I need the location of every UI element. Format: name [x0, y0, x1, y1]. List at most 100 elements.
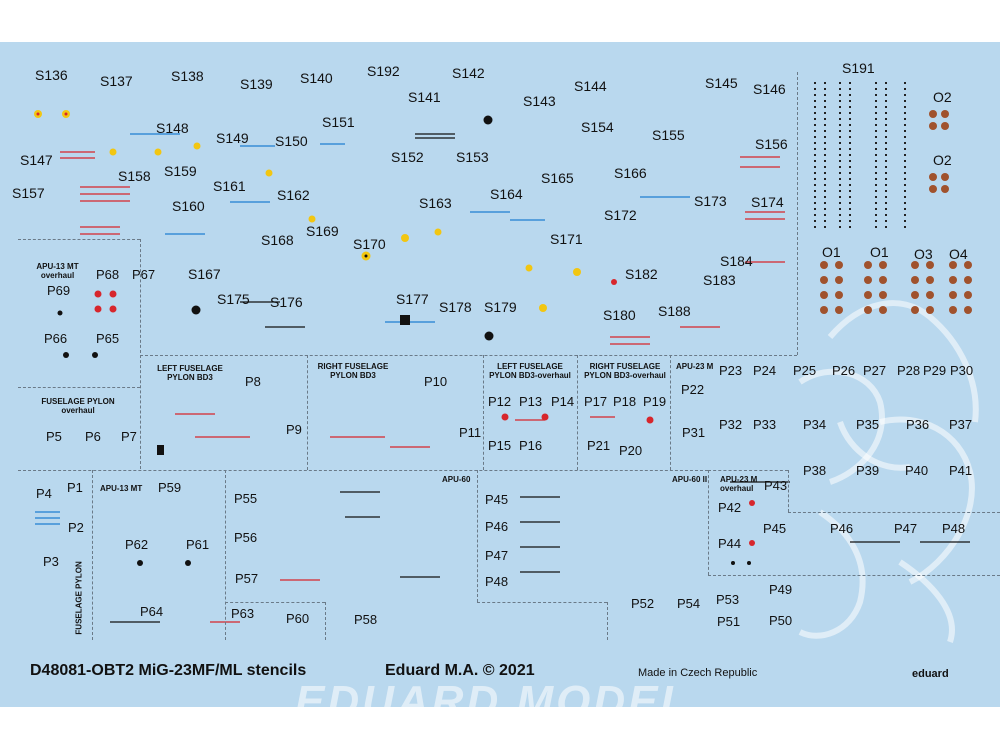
stencil-label: S178: [439, 299, 472, 315]
p-label: P5: [46, 429, 62, 444]
p-label: P61: [186, 537, 210, 552]
p-label: P64: [140, 604, 164, 619]
stencil-label: S152: [391, 149, 424, 165]
p-label: P59: [158, 480, 182, 495]
p-label: P50: [769, 613, 793, 628]
p-label: P19: [643, 394, 667, 409]
section-apu13mt-overhaul: APU-13 MT overhaul: [36, 262, 79, 281]
stencil-label: S143: [523, 93, 556, 109]
stencil-label: S180: [603, 307, 636, 323]
p-label: P49: [769, 582, 793, 597]
p-label: P27: [863, 363, 887, 378]
p-label: P47: [894, 521, 918, 536]
stencil-label: S177: [396, 291, 429, 307]
p-label: P62: [125, 537, 149, 552]
p-label: P31: [682, 425, 706, 440]
s191-columns: [814, 82, 906, 232]
p-label: P8: [245, 374, 261, 389]
divider: [670, 355, 671, 470]
stencil-label: S159: [164, 163, 197, 179]
stencil-label: S183: [703, 272, 736, 288]
stencil-label: S182: [625, 266, 658, 282]
divider: [577, 355, 578, 470]
stencil-label: S167: [188, 266, 221, 282]
o-label: O4: [949, 246, 968, 262]
p-label: P12: [488, 394, 512, 409]
stencil-label: S169: [306, 223, 339, 239]
p-label: P35: [856, 417, 880, 432]
section-apu60: APU-60: [442, 475, 471, 484]
stencil-label: S138: [171, 68, 204, 84]
p-label: P21: [587, 438, 611, 453]
p-label: P58: [354, 612, 378, 627]
o-label: O1: [870, 244, 889, 260]
stencil-label: S184: [720, 253, 753, 269]
p-label: P41: [949, 463, 973, 478]
stencil-label: S174: [751, 194, 784, 210]
divider: [708, 470, 788, 471]
p-label: P11: [459, 425, 482, 440]
divider: [225, 602, 325, 603]
section-apu23m-overhaul: APU-23 M overhaul: [720, 475, 758, 494]
p-label: P57: [235, 571, 259, 586]
p-label: P39: [856, 463, 880, 478]
stencil-label: S170: [353, 236, 386, 252]
p-label: P29: [923, 363, 947, 378]
p-label: P4: [36, 486, 52, 501]
stencil-label: S173: [694, 193, 727, 209]
divider: [477, 602, 607, 603]
divider: [788, 470, 789, 512]
watermark-figure: [798, 300, 979, 643]
divider: [477, 470, 478, 602]
stencil-text-lines: [35, 133, 970, 623]
p-label: P52: [631, 596, 655, 611]
p-label: P67: [132, 267, 156, 282]
p-label: P51: [717, 614, 741, 629]
p-label: P1: [67, 480, 83, 495]
stencil-label: S148: [156, 120, 189, 136]
p-label: P23: [719, 363, 743, 378]
stencil-label: S154: [581, 119, 614, 135]
decal-sheet: APU-13 MT overhaul FUSELAGE PYLON overha…: [0, 42, 1000, 707]
stencil-label: S136: [35, 67, 68, 83]
stencil-label: S144: [574, 78, 607, 94]
divider: [788, 512, 1000, 513]
stencil-label: S145: [705, 75, 738, 91]
stencil-label: S160: [172, 198, 205, 214]
p-label: P20: [619, 443, 643, 458]
section-left-fuselage-pylon-bd3-overhaul: LEFT FUSELAGE PYLON BD3-overhaul: [489, 362, 571, 381]
stencil-label: S175: [217, 291, 250, 307]
p-label: P6: [85, 429, 101, 444]
p-label: P63: [231, 606, 255, 621]
stencil-label: S171: [550, 231, 583, 247]
p-label: P47: [485, 548, 509, 563]
stencil-label: S156: [755, 136, 788, 152]
stencil-label: S158: [118, 168, 151, 184]
sheet-code-title: D48081-OBT2 MiG-23MF/ML stencils: [30, 662, 307, 679]
o-dots: [820, 110, 972, 314]
stencil-label: S176: [270, 294, 303, 310]
divider: [797, 72, 798, 355]
divider: [708, 575, 1000, 576]
p-label: P2: [68, 520, 84, 535]
o-label: O2: [933, 152, 952, 168]
p-label: P24: [753, 363, 777, 378]
p-label: P55: [234, 491, 258, 506]
o-label: O3: [914, 246, 933, 262]
stencil-label: S157: [12, 185, 45, 201]
section-fuselage-pylon: FUSELAGE PYLON: [74, 561, 84, 635]
p-label: P15: [488, 438, 512, 453]
stencil-label: S188: [658, 303, 691, 319]
p-label: P16: [519, 438, 543, 453]
p-label: P54: [677, 596, 701, 611]
stencil-label: S192: [367, 63, 400, 79]
p-label: P22: [681, 382, 705, 397]
divider: [225, 470, 226, 640]
section-right-fuselage-pylon-bd3: RIGHT FUSELAGE PYLON BD3: [317, 362, 389, 381]
stencil-label: S161: [213, 178, 246, 194]
p-label: P37: [949, 417, 973, 432]
p-label: P65: [96, 331, 120, 346]
stencil-label: S179: [484, 299, 517, 315]
stencil-label: S150: [275, 133, 308, 149]
p-label: P45: [763, 521, 787, 536]
